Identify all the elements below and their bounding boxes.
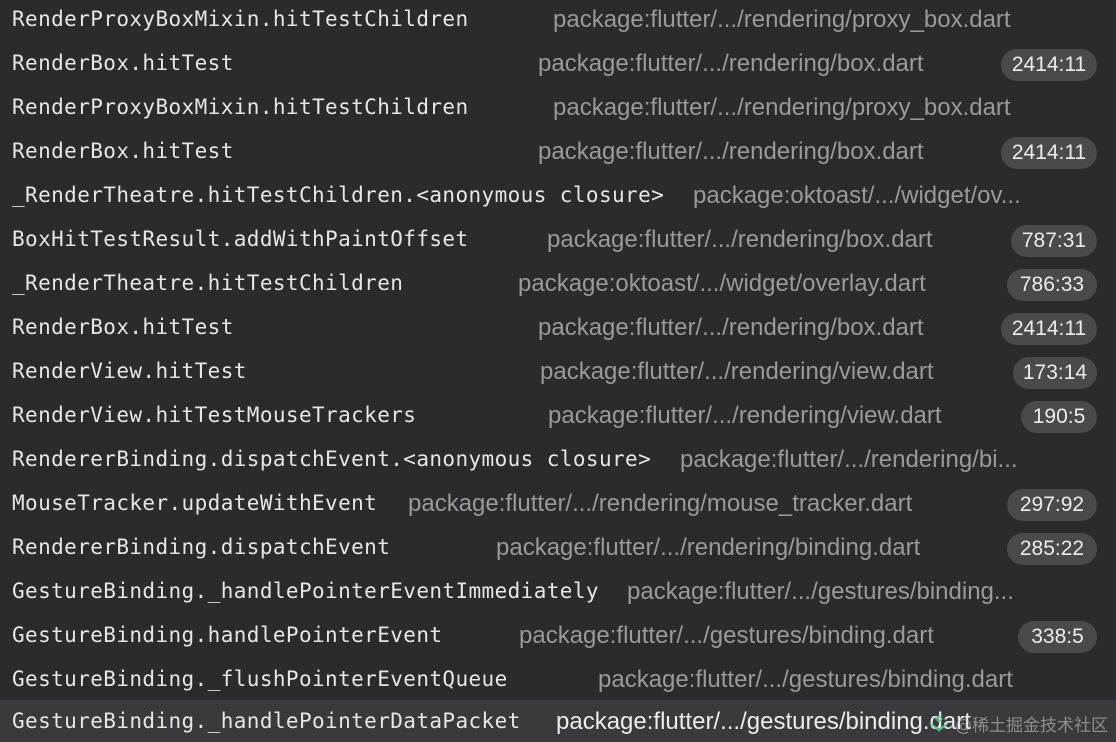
frame-source-location[interactable]: package:flutter/.../rendering/binding.da… — [496, 534, 921, 561]
frame-source-location[interactable]: package:flutter/.../rendering/proxy_box.… — [553, 6, 1011, 33]
frame-source-location[interactable]: package:flutter/.../gestures/binding.dar… — [598, 666, 1013, 693]
watermark-text: @稀土掘金技术社区 — [955, 716, 1108, 736]
stack-frame-row[interactable]: RenderView.hitTestMouseTrackers package:… — [0, 396, 1116, 440]
stack-frame-row[interactable]: RenderProxyBoxMixin.hitTestChildren pack… — [0, 0, 1116, 44]
frame-source-location[interactable]: package:flutter/.../rendering/proxy_box.… — [553, 94, 1011, 121]
frame-source-location[interactable]: package:flutter/.../rendering/view.dart — [548, 402, 942, 429]
frame-function-name: GestureBinding.handlePointerEvent — [12, 623, 443, 647]
frame-function-name: RenderBox.hitTest — [12, 139, 234, 163]
stack-frame-row[interactable]: RendererBinding.dispatchEvent package:fl… — [0, 528, 1116, 572]
frame-function-name: GestureBinding._handlePointerEventImmedi… — [12, 579, 599, 603]
frame-line-column-badge: 786:33 — [1007, 269, 1097, 301]
frame-source-location[interactable]: package:oktoast/.../widget/ov... — [693, 182, 1021, 209]
stack-frame-row[interactable]: RenderBox.hitTest package:flutter/.../re… — [0, 308, 1116, 352]
frame-function-name: RenderView.hitTest — [12, 359, 247, 383]
frame-line-column-badge: 787:31 — [1011, 225, 1097, 257]
frame-function-name: _RenderTheatre.hitTestChildren.<anonymou… — [12, 183, 665, 207]
frame-line-column-badge: 190:5 — [1021, 401, 1097, 433]
frame-function-name: RendererBinding.dispatchEvent.<anonymous… — [12, 447, 652, 471]
frame-function-name: RenderProxyBoxMixin.hitTestChildren — [12, 7, 469, 31]
frame-line-column-badge: 173:14 — [1013, 357, 1097, 389]
frame-line-column-badge: 338:5 — [1018, 621, 1097, 653]
stack-frame-row[interactable]: BoxHitTestResult.addWithPaintOffset pack… — [0, 220, 1116, 264]
stack-frame-row[interactable]: _RenderTheatre.hitTestChildren.<anonymou… — [0, 176, 1116, 220]
stack-frame-row[interactable]: RendererBinding.dispatchEvent.<anonymous… — [0, 440, 1116, 484]
frame-source-location[interactable]: package:flutter/.../gestures/binding.dar… — [556, 708, 971, 735]
frame-function-name: RenderProxyBoxMixin.hitTestChildren — [12, 95, 469, 119]
frame-source-location[interactable]: package:flutter/.../rendering/bi... — [680, 446, 1018, 473]
frame-function-name: RenderBox.hitTest — [12, 51, 234, 75]
stack-frame-row[interactable]: RenderBox.hitTest package:flutter/.../re… — [0, 44, 1116, 88]
watermark: @稀土掘金技术社区 — [927, 711, 1108, 736]
frame-source-location[interactable]: package:flutter/.../rendering/box.dart — [538, 138, 924, 165]
frame-function-name: GestureBinding._flushPointerEventQueue — [12, 667, 508, 691]
stack-frame-row[interactable]: MouseTracker.updateWithEvent package:flu… — [0, 484, 1116, 528]
frame-source-location[interactable]: package:flutter/.../rendering/mouse_trac… — [408, 490, 913, 517]
stack-frame-row[interactable]: GestureBinding._flushPointerEventQueue p… — [0, 660, 1116, 704]
frame-function-name: MouseTracker.updateWithEvent — [12, 491, 378, 515]
stack-frame-row-selected[interactable]: GestureBinding._handlePointerDataPacket … — [0, 700, 1116, 742]
frame-source-location[interactable]: package:flutter/.../gestures/binding.dar… — [519, 622, 934, 649]
frame-source-location[interactable]: package:flutter/.../rendering/box.dart — [538, 314, 924, 341]
stack-frame-row[interactable]: RenderBox.hitTest package:flutter/.../re… — [0, 132, 1116, 176]
stack-frame-row[interactable]: _RenderTheatre.hitTestChildren package:o… — [0, 264, 1116, 308]
frame-function-name: RenderView.hitTestMouseTrackers — [12, 403, 417, 427]
frame-line-column-badge: 2414:11 — [1001, 137, 1097, 169]
frame-function-name: BoxHitTestResult.addWithPaintOffset — [12, 227, 469, 251]
juejin-logo-icon — [929, 714, 949, 732]
frame-function-name: GestureBinding._handlePointerDataPacket — [12, 709, 521, 733]
frame-source-location[interactable]: package:oktoast/.../widget/overlay.dart — [518, 270, 926, 297]
frame-line-column-badge: 2414:11 — [1001, 49, 1097, 81]
frame-source-location[interactable]: package:flutter/.../gestures/binding... — [627, 578, 1014, 605]
stack-frame-row[interactable]: RenderProxyBoxMixin.hitTestChildren pack… — [0, 88, 1116, 132]
stack-frame-row[interactable]: GestureBinding._handlePointerEventImmedi… — [0, 572, 1116, 616]
frame-function-name: RendererBinding.dispatchEvent — [12, 535, 391, 559]
frame-function-name: _RenderTheatre.hitTestChildren — [12, 271, 404, 295]
stack-frame-row[interactable]: RenderView.hitTest package:flutter/.../r… — [0, 352, 1116, 396]
frame-source-location[interactable]: package:flutter/.../rendering/view.dart — [540, 358, 934, 385]
frame-function-name: RenderBox.hitTest — [12, 315, 234, 339]
frame-line-column-badge: 2414:11 — [1001, 313, 1097, 345]
frame-line-column-badge: 297:92 — [1007, 489, 1097, 521]
frame-source-location[interactable]: package:flutter/.../rendering/box.dart — [547, 226, 933, 253]
stack-frame-row[interactable]: GestureBinding.handlePointerEvent packag… — [0, 616, 1116, 660]
frame-source-location[interactable]: package:flutter/.../rendering/box.dart — [538, 50, 924, 77]
frame-line-column-badge: 285:22 — [1007, 533, 1097, 565]
